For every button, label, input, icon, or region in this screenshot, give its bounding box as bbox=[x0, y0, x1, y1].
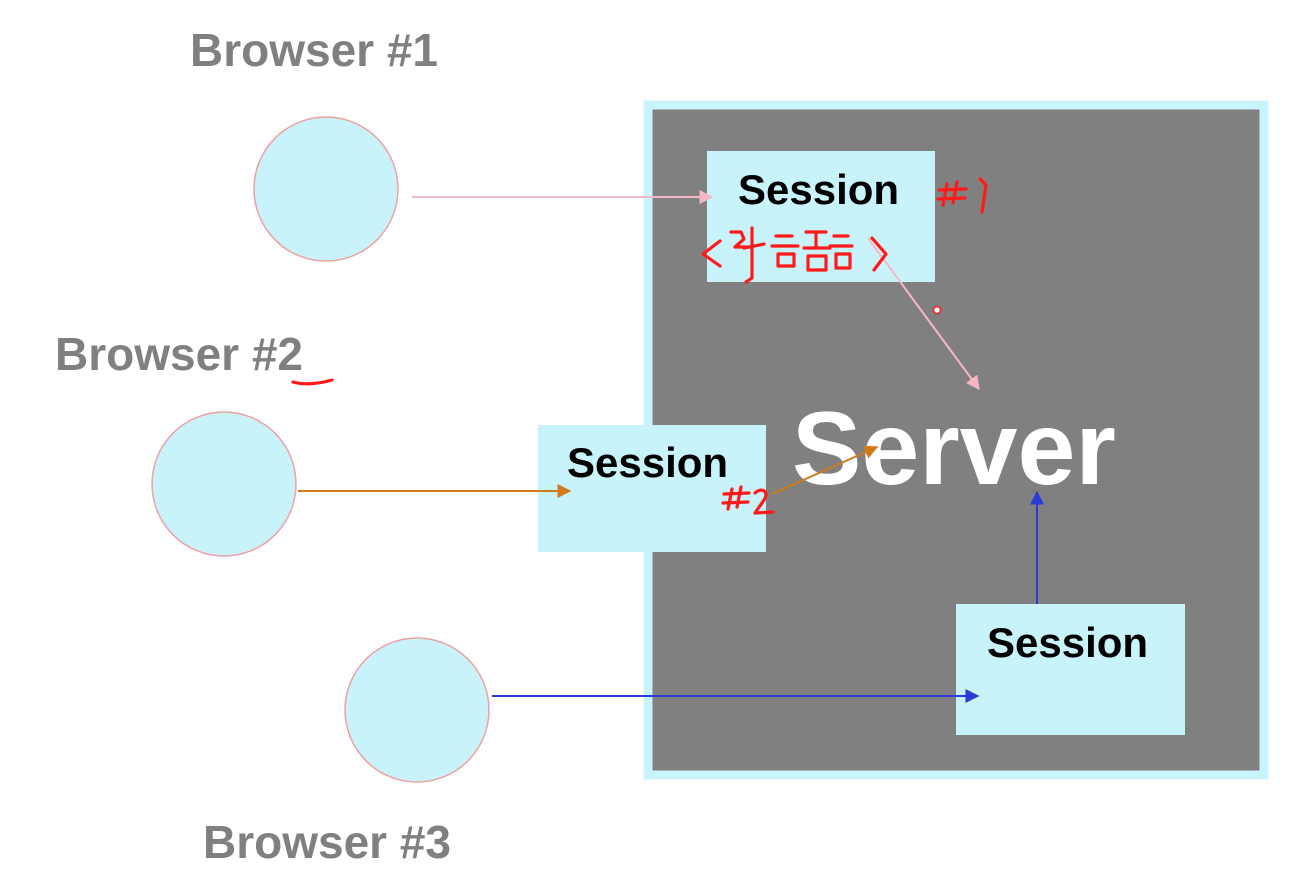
browser-3-circle bbox=[344, 637, 490, 783]
cursor-dot bbox=[932, 305, 942, 315]
session-1-box bbox=[707, 151, 935, 282]
arrow-session-2-to-server bbox=[771, 445, 879, 495]
server-label: Server bbox=[792, 391, 1116, 507]
browser-2-label: Browser #2 bbox=[55, 328, 303, 380]
session-2-label: Session bbox=[567, 439, 728, 486]
handwritten-underline-browser-2 bbox=[291, 378, 334, 386]
session-3-box bbox=[956, 604, 1185, 735]
browser-3-label: Browser #3 bbox=[203, 816, 451, 868]
browser-1-circle bbox=[253, 116, 399, 262]
session-2-box bbox=[538, 425, 766, 552]
handwritten-annotation-hash-2 bbox=[721, 485, 775, 515]
handwritten-annotation-hash-1 bbox=[936, 177, 988, 214]
session-3-label: Session bbox=[987, 619, 1148, 666]
browser-1-label: Browser #1 bbox=[190, 24, 438, 76]
browser-2-circle bbox=[151, 411, 297, 557]
handwritten-annotation-bracket-note bbox=[701, 226, 888, 284]
session-1-label: Session bbox=[738, 166, 899, 213]
arrow-session-1-to-server bbox=[867, 237, 980, 391]
